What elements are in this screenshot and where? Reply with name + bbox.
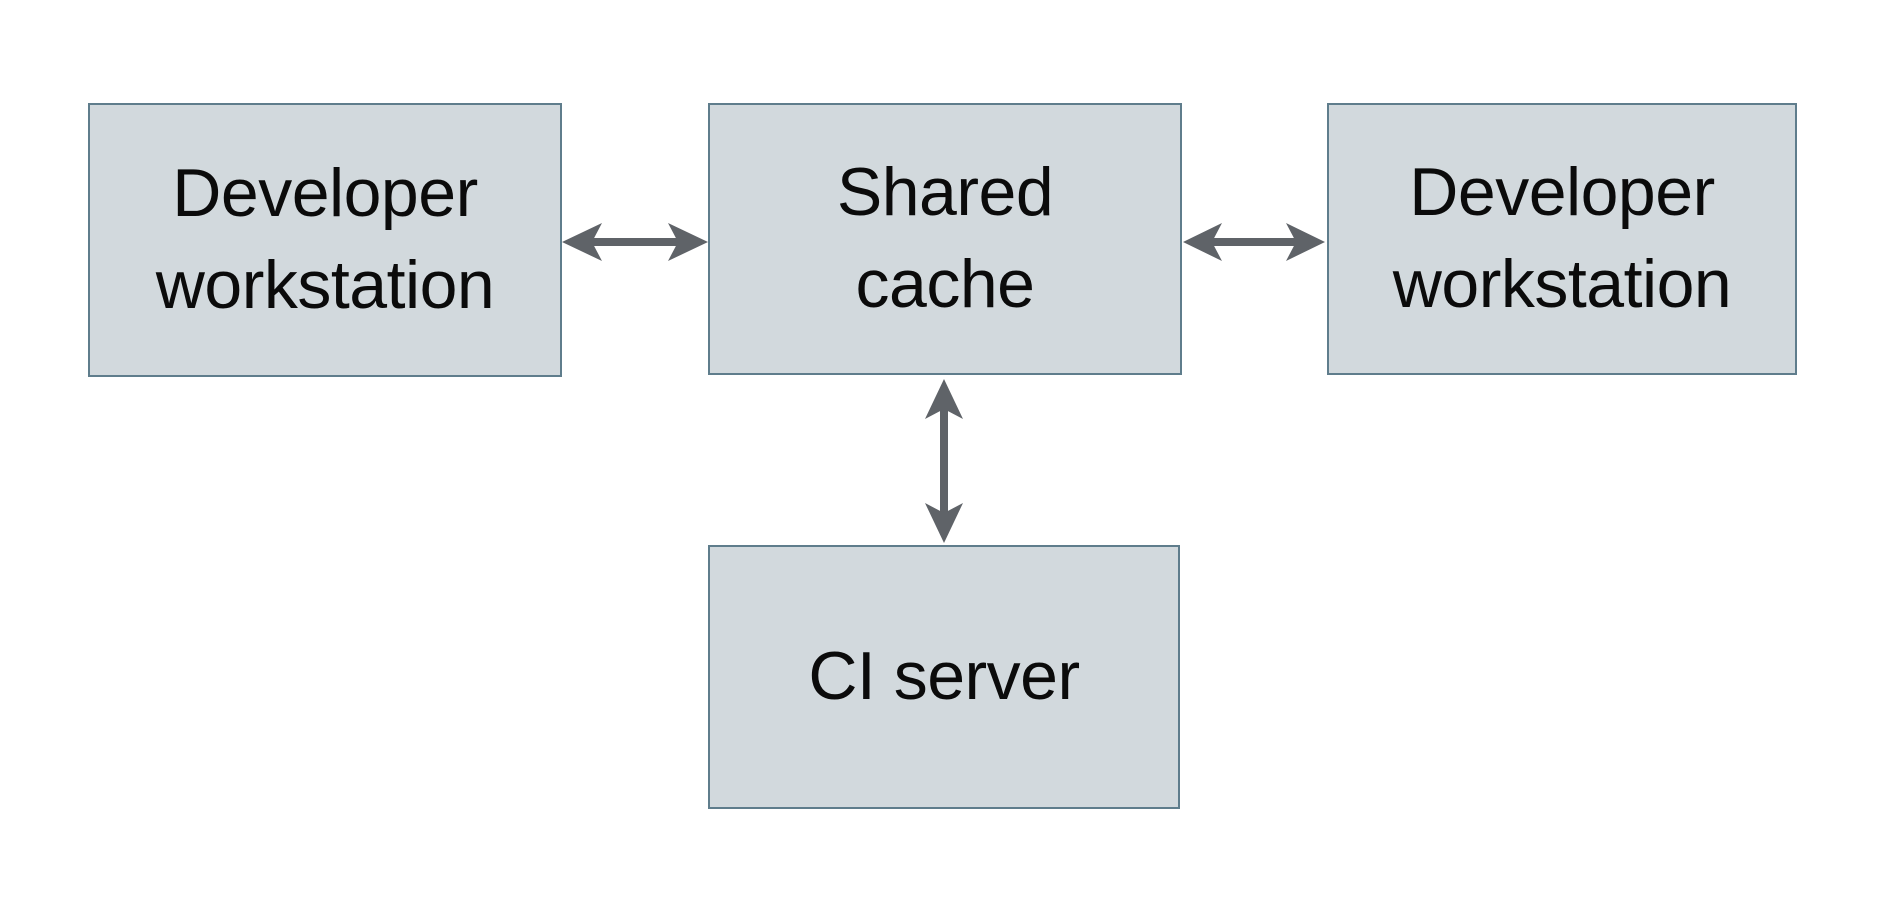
node-ci-server-label: CI server xyxy=(808,638,1080,715)
node-developer-workstation-left: Developer workstation xyxy=(88,103,562,377)
node-ci-server: CI server xyxy=(708,545,1180,809)
bidirectional-arrow-right-icon xyxy=(1183,223,1325,261)
bidirectional-arrow-vertical-icon xyxy=(925,379,963,543)
node-developer-workstation-right-label: Developer workstation xyxy=(1392,154,1732,322)
node-developer-workstation-right: Developer workstation xyxy=(1327,103,1797,375)
bidirectional-arrow-left-icon xyxy=(562,223,708,261)
node-developer-workstation-left-label: Developer workstation xyxy=(155,155,495,323)
node-shared-cache: Shared cache xyxy=(708,103,1182,375)
node-shared-cache-label: Shared cache xyxy=(836,154,1054,322)
